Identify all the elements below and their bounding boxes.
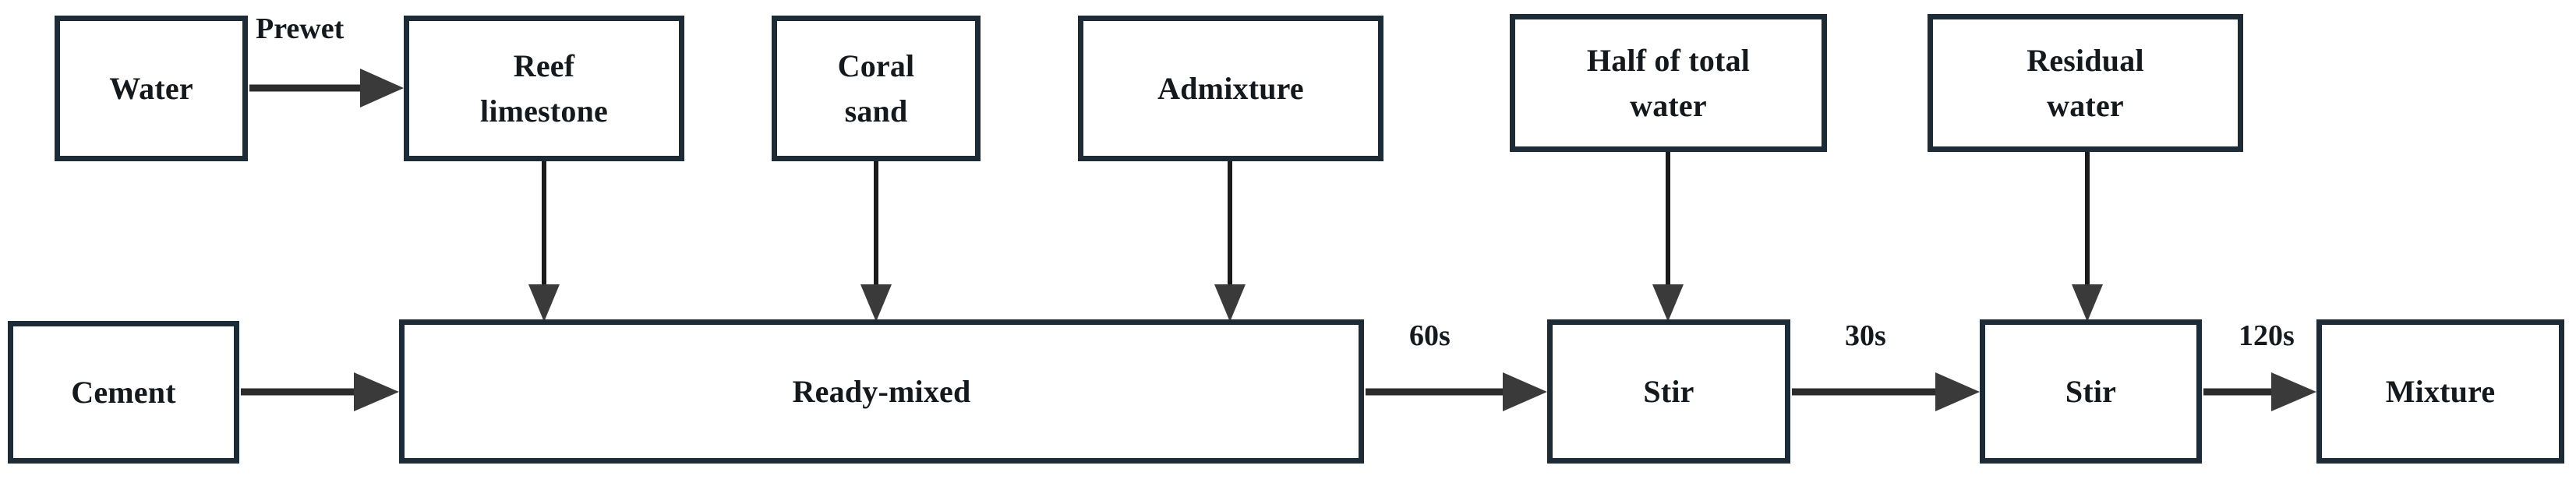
node-half-of-total-water[interactable]: Half of total water [1510, 14, 1827, 152]
node-mixture[interactable]: Mixture [2316, 319, 2564, 464]
edge-label-prewet: Prewet [256, 12, 345, 45]
node-water[interactable]: Water [55, 16, 248, 161]
node-ready-mixed-label: Ready-mixed [792, 373, 971, 409]
node-residual-water-label: Residual water [2027, 42, 2144, 123]
edge-label-30s: 30s [1845, 319, 1886, 352]
arrow-reef-to-ready-mixed [528, 161, 560, 322]
node-cement[interactable]: Cement [8, 321, 239, 464]
node-stir-first[interactable]: Stir [1547, 319, 1790, 464]
edge-label-120s: 120s [2239, 319, 2295, 352]
arrow-residual-water-to-stir2 [2072, 152, 2103, 322]
arrow-cement-to-ready-mixed [241, 372, 399, 411]
node-stir-second[interactable]: Stir [1980, 319, 2202, 464]
arrow-coral-sand-to-ready-mixed [860, 161, 892, 322]
edge-label-60s: 60s [1409, 319, 1451, 352]
node-reef-limestone[interactable]: Reef limestone [404, 16, 684, 161]
node-water-label: Water [109, 70, 193, 106]
node-reef-limestone-label: Reef limestone [480, 48, 608, 129]
node-stir-first-label: Stir [1643, 373, 1694, 409]
arrow-water-to-reef [249, 69, 404, 108]
node-mixture-label: Mixture [2385, 373, 2496, 409]
arrow-half-water-to-stir1 [1652, 152, 1684, 322]
node-residual-water[interactable]: Residual water [1928, 14, 2243, 152]
node-stir-second-label: Stir [2065, 373, 2117, 409]
arrow-ready-mixed-to-stir1 [1366, 372, 1547, 411]
node-admixture-label: Admixture [1157, 70, 1304, 106]
node-coral-sand[interactable]: Coral sand [772, 16, 981, 161]
arrow-admixture-to-ready-mixed [1214, 161, 1246, 322]
node-admixture[interactable]: Admixture [1078, 16, 1383, 161]
node-half-of-total-water-label: Half of total water [1586, 42, 1751, 123]
arrow-stir1-to-stir2 [1792, 372, 1980, 411]
node-cement-label: Cement [71, 374, 176, 410]
arrow-stir2-to-mixture [2203, 372, 2316, 411]
node-coral-sand-label: Coral sand [837, 48, 915, 129]
node-ready-mixed[interactable]: Ready-mixed [399, 319, 1364, 464]
